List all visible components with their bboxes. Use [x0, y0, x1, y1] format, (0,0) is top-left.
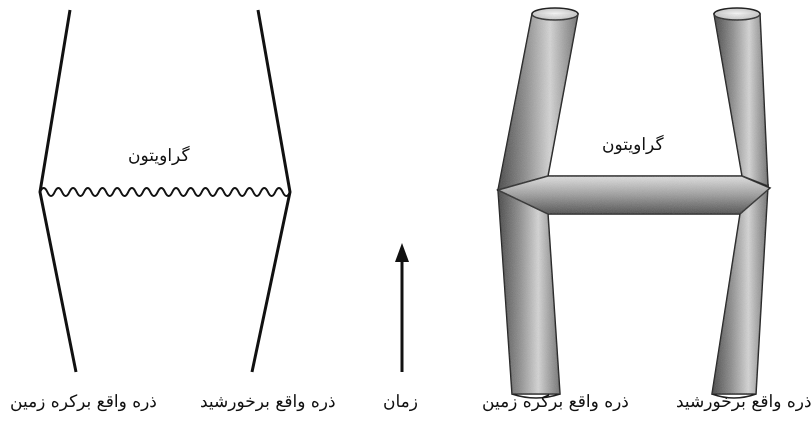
time-arrow [395, 243, 409, 372]
graviton-propagator-line [39, 187, 291, 197]
left-tube-bottom-edge [511, 393, 561, 399]
left-graviton-label: گراویتون [128, 146, 190, 166]
time-label: زمان [383, 392, 418, 412]
left-feynman-diagram [38, 9, 292, 373]
left-earth-particle-label: ذره واقع برکره زمین [10, 392, 157, 412]
right-graviton-label: گراویتون [602, 135, 664, 155]
right-tube-bottom-edge [711, 393, 757, 399]
right-sun-particle-label: ذره واقع برخورشید [676, 392, 811, 412]
sun-particle-worldline [250, 9, 292, 373]
right-earth-particle-label: ذره واقع برکره زمین [482, 392, 629, 412]
left-sun-particle-label: ذره واقع برخورشید [200, 392, 336, 412]
right-string-diagram [495, 7, 772, 399]
